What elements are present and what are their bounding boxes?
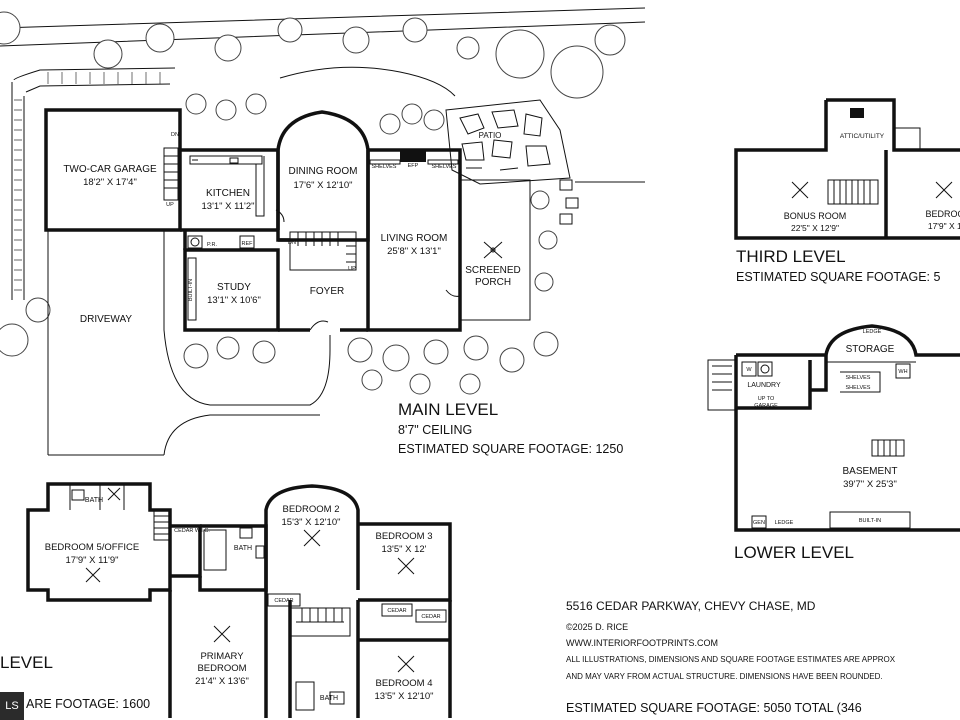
bedroom5-dim: 17'9" X 11'9"	[66, 555, 119, 566]
porch-ceiling-fan-icon	[483, 241, 503, 259]
lower-level-title: LOWER LEVEL	[734, 543, 854, 562]
porch-name-2: PORCH	[475, 277, 511, 288]
disclaimer-line-2: AND MAY VARY FROM ACTUAL STRUCTURE. DIME…	[566, 672, 883, 681]
main-level-labels: TWO-CAR GARAGE 18'2" X 17'4" KITCHEN 13'…	[63, 131, 623, 456]
property-address: 5516 CEDAR PARKWAY, CHEVY CHASE, MD	[566, 599, 816, 613]
bedroom4-name: BEDROOM 4	[375, 678, 432, 689]
basement-name: BASEMENT	[842, 466, 897, 477]
main-landscaping	[0, 7, 646, 456]
second-level-title: LEVEL	[0, 653, 53, 672]
main-level-plan	[44, 108, 531, 332]
bedroom5-name: BEDROOM 5/OFFICE	[45, 542, 139, 553]
bath-tag-bed5: BATH	[85, 497, 103, 504]
kitchen-dim: 13'1" X 11'2"	[202, 201, 255, 212]
patio-name: PATIO	[479, 131, 502, 140]
built-in-tag: BUILT-IN	[188, 279, 194, 301]
kitchen-name: KITCHEN	[206, 188, 250, 199]
dining-name: DINING ROOM	[289, 166, 358, 177]
cedar-tag-2: CEDAR	[387, 608, 406, 614]
bedroom3-name: BEDROOM 3	[375, 531, 432, 542]
listing-source-badge: LS	[0, 692, 24, 720]
shelves-tag-lower-2: SHELVES	[846, 385, 871, 391]
bedroom2-dim: 15'3" X 12'10"	[282, 517, 341, 528]
dining-dim: 17'6" X 12'10"	[294, 180, 353, 191]
bedroom4-fan-icon	[397, 655, 415, 673]
third-bedroom-name: BEDROO	[925, 209, 960, 219]
bath-tag-hall: BATH	[234, 545, 252, 552]
bath-tag-primary: BATH	[320, 695, 338, 702]
garage-name: TWO-CAR GARAGE	[63, 164, 157, 175]
living-walls	[366, 148, 462, 332]
garage-tag: GARAGE	[754, 403, 778, 409]
basement-ledge-tag: LEDGE	[775, 520, 794, 526]
efp-tag: EFP	[408, 163, 419, 169]
bonus-dim: 22'5" X 12'9"	[791, 223, 839, 233]
bedroom3-dim: 13'5" X 12'	[381, 544, 426, 555]
driveway-name: DRIVEWAY	[80, 314, 133, 325]
stairs-up-tag: UP	[348, 266, 356, 272]
primary-name-2: BEDROOM	[197, 663, 246, 674]
stairs-dn-tag: DN	[288, 240, 296, 246]
lower-level-plan: STORAGE LAUNDRY BASEMENT 39'7" X 25'3" L…	[707, 324, 960, 562]
third-level-plan: ATTIC/UTILITY BONUS ROOM 22'5" X 12'9" B…	[734, 98, 960, 284]
built-in-tag-lower: BUILT-IN	[859, 518, 881, 524]
website-note: WWW.INTERIORFOOTPRINTS.COM	[566, 638, 718, 648]
garage-up-tag: UP	[166, 202, 174, 208]
cedar-tag-3: CEDAR	[421, 614, 440, 620]
third-bedroom-fan-icon	[935, 181, 953, 199]
laundry-name: LAUNDRY	[747, 382, 781, 389]
primary-dim: 21'4" X 13'6"	[195, 676, 249, 687]
basement-dim: 39'7" X 25'3"	[843, 479, 897, 490]
porch-outline	[460, 179, 531, 321]
bedroom2-name: BEDROOM 2	[282, 504, 339, 515]
bedroom3-fan-icon	[397, 557, 415, 575]
washer-tag: W	[746, 367, 752, 373]
study-dim: 13'1" X 10'6"	[207, 295, 261, 306]
garage-dn-tag: DN	[171, 132, 179, 138]
attic-name: ATTIC/UTILITY	[840, 133, 885, 140]
main-sqft-note: ESTIMATED SQUARE FOOTAGE: 1250	[398, 442, 623, 456]
living-name: LIVING ROOM	[381, 233, 448, 244]
third-sqft-note: ESTIMATED SQUARE FOOTAGE: 5	[736, 270, 940, 284]
second-level-plan: BEDROOM 5/OFFICE 17'9" X 11'9" BEDROOM 2…	[0, 482, 452, 718]
storage-ledge-tag: LEDGE	[863, 329, 882, 335]
dining-walls	[276, 110, 370, 242]
bonus-name: BONUS ROOM	[784, 211, 847, 221]
up-to-tag: UP TO	[758, 396, 775, 402]
third-level-title: THIRD LEVEL	[736, 247, 846, 266]
living-dim: 25'8" X 13'1"	[387, 246, 441, 257]
shelves-tag-lower-1: SHELVES	[846, 375, 871, 381]
primary-name-1: PRIMARY	[200, 651, 244, 662]
bedroom2-fan-icon	[303, 529, 321, 547]
cedar-wic-tag: CEDAR W.I.C.	[174, 528, 210, 534]
wh-tag: WH	[898, 369, 907, 375]
powder-room-tag: P.R.	[207, 242, 217, 248]
ref-tag: REF	[242, 241, 254, 247]
total-sqft-note: ESTIMATED SQUARE FOOTAGE: 5050 TOTAL (34…	[566, 701, 862, 715]
study-name: STUDY	[217, 282, 251, 293]
gen-tag: GEN	[753, 520, 765, 526]
shelves-tag-left: SHELVES	[372, 164, 397, 170]
third-bedroom-dim: 17'9" X 12'	[928, 221, 960, 231]
garage-dim: 18'2" X 17'4"	[83, 177, 137, 188]
storage-name: STORAGE	[846, 344, 895, 355]
shelves-tag-right: SHELVES	[432, 164, 457, 170]
info-block: 5516 CEDAR PARKWAY, CHEVY CHASE, MD ©202…	[566, 599, 896, 715]
foyer-name: FOYER	[310, 286, 344, 297]
main-ceiling-note: 8'7" CEILING	[398, 423, 472, 437]
bedroom4-dim: 13'5" X 12'10"	[375, 691, 434, 702]
primary-fan-icon	[213, 625, 231, 643]
main-level-title: MAIN LEVEL	[398, 400, 498, 419]
disclaimer-line-1: ALL ILLUSTRATIONS, DIMENSIONS AND SQUARE…	[566, 655, 896, 664]
porch-name-1: SCREENED	[465, 265, 521, 276]
cedar-tag-1: CEDAR	[274, 598, 293, 604]
second-sqft-note: ARE FOOTAGE: 1600	[26, 697, 150, 711]
copyright-note: ©2025 D. RICE	[566, 622, 628, 632]
bonus-fan-icon	[791, 181, 809, 199]
bedroom5-fan-icon	[85, 567, 101, 583]
